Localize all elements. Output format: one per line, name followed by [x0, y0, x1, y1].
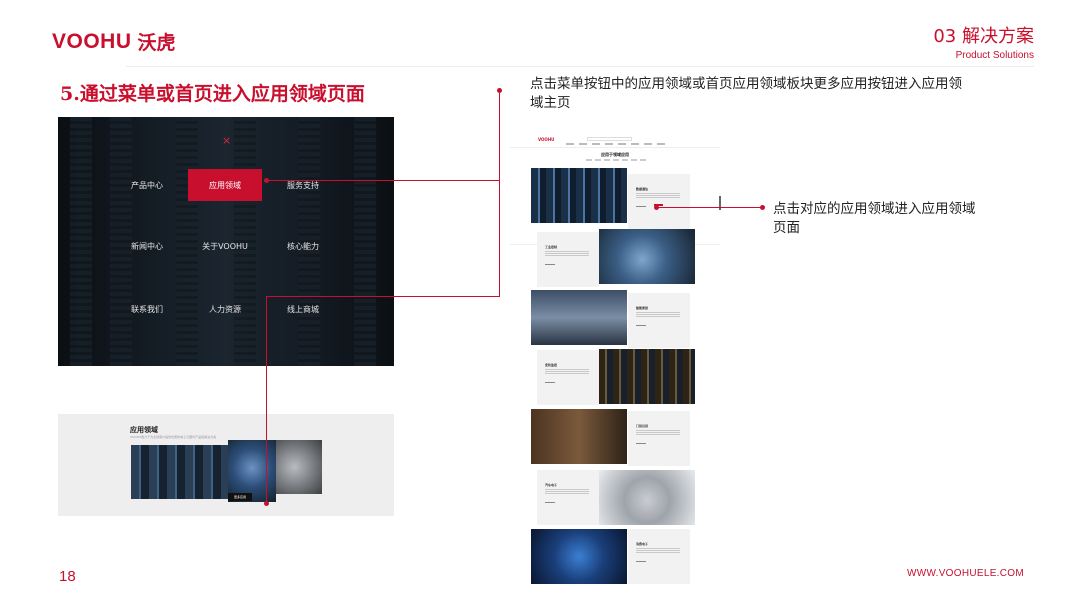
connector-vertical — [499, 90, 500, 296]
card-title: 安防监控 — [545, 363, 558, 367]
close-icon[interactable]: × — [222, 134, 232, 147]
more-applications-button[interactable]: 更多应用 — [228, 493, 252, 501]
card-title: 门禁识别 — [636, 424, 649, 428]
page-nav[interactable] — [566, 143, 666, 145]
card-panel-security[interactable]: 安防监控 — [537, 350, 599, 405]
page-heading: 应用于领域应用 — [601, 152, 629, 157]
field-path-description: 点击对应的应用领域进入应用领域页面 — [773, 201, 976, 236]
connector-dot-card-start — [654, 205, 659, 210]
server-room-image — [131, 445, 228, 499]
brand-logo: VOOHU 沃虎 — [52, 28, 176, 55]
card-title: 数据通信 — [636, 187, 649, 191]
card-panel-auto[interactable]: 汽车电子 — [537, 470, 599, 525]
page-header: VOOHU — [510, 132, 720, 148]
step-title: 5.通过菜单或首页进入应用领域页面 — [60, 83, 365, 105]
card-image-industrial[interactable] — [599, 229, 695, 284]
header-divider — [126, 66, 1034, 67]
section-title-cn: 03 解决方案 — [933, 26, 1034, 47]
page-logo: VOOHU — [538, 137, 555, 142]
card-image-security[interactable] — [599, 349, 695, 404]
menu-item-news[interactable]: 新闻中心 — [131, 241, 163, 251]
menu-item-service-support[interactable]: 服务支持 — [287, 180, 319, 190]
field-page-screenshot: VOOHU 应用于领域应用 数据通信 工业控制 智能家居 安防监控 门禁识别 汽… — [510, 132, 720, 588]
card-image-smart-home[interactable] — [531, 290, 627, 345]
field-block-title: 应用领域 — [130, 426, 158, 434]
card-panel-consumer[interactable]: 消费电子 — [628, 529, 690, 584]
connector-dot-menu — [264, 178, 269, 183]
menu-path-description: 点击菜单按钮中的应用领域或首页应用领域板块更多应用按钮进入应用领域主页 — [530, 76, 962, 111]
card-panel-data-comm[interactable]: 数据通信 — [628, 174, 690, 229]
field-block-screenshot: 应用领域 VOOHU致力于为全球客户提供优质的电子元器件产品和解决方案 更多应用 — [58, 414, 394, 516]
logo-wordmark: VOOHU — [52, 29, 132, 53]
card-title: 智能家居 — [636, 306, 649, 310]
page-number: 18 — [59, 568, 76, 585]
connector-dot-field — [264, 501, 269, 506]
card-title: 消费电子 — [636, 542, 649, 546]
menu-item-hr[interactable]: 人力资源 — [209, 304, 241, 314]
page-search-input[interactable] — [587, 137, 632, 141]
menu-item-online-mall[interactable]: 线上商城 — [287, 304, 319, 314]
menu-item-products[interactable]: 产品中心 — [131, 180, 163, 190]
page-filter-tabs[interactable] — [586, 159, 648, 161]
card-panel-smart-home[interactable]: 智能家居 — [628, 293, 690, 348]
section-title-en: Product Solutions — [955, 50, 1034, 61]
card-image-auto[interactable] — [599, 470, 695, 525]
connector-field-horizontal — [266, 296, 500, 297]
robot-arm-image — [276, 440, 322, 494]
connector-card — [656, 207, 763, 208]
card-panel-access[interactable]: 门禁识别 — [628, 411, 690, 466]
section-title: 03 解决方案 Product Solutions — [933, 22, 1034, 61]
tablet-image — [228, 440, 276, 502]
menu-item-about[interactable]: 关于VOOHU — [202, 241, 248, 251]
field-block-subtitle: VOOHU致力于为全球客户提供优质的电子元器件产品和解决方案 — [130, 435, 217, 439]
page-scrollbar[interactable] — [719, 196, 721, 210]
menu-item-contact[interactable]: 联系我们 — [131, 304, 163, 314]
menu-screenshot: × 产品中心 应用领域 服务支持 新闻中心 关于VOOHU 核心能力 联系我们 … — [58, 117, 394, 366]
connector-dot-top — [497, 88, 502, 93]
card-image-access[interactable] — [531, 409, 627, 464]
card-title: 工业控制 — [545, 245, 558, 249]
logo-chinese-name: 沃虎 — [137, 32, 176, 54]
connector-field-vertical — [266, 296, 267, 503]
website-url: WWW.VOOHUELE.COM — [906, 568, 1024, 579]
connector-dot-card-end — [760, 205, 765, 210]
card-title: 汽车电子 — [545, 483, 558, 487]
menu-item-application-fields[interactable]: 应用领域 — [188, 169, 262, 201]
card-image-consumer[interactable] — [531, 529, 627, 584]
menu-item-core-capability[interactable]: 核心能力 — [287, 241, 319, 251]
card-image-data-comm[interactable] — [531, 168, 627, 223]
card-panel-industrial[interactable]: 工业控制 — [537, 232, 599, 287]
connector-menu-horizontal — [266, 180, 500, 181]
